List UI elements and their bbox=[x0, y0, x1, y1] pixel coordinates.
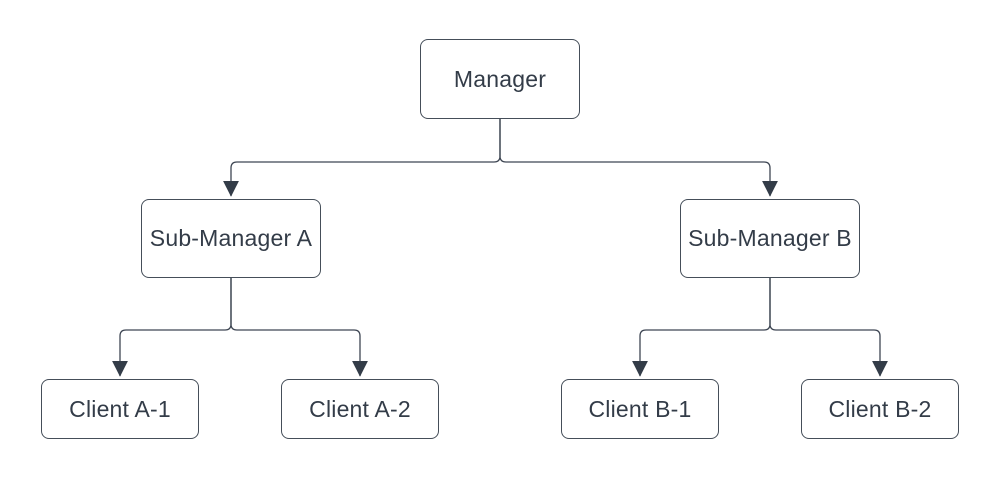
edge-sub-manager-a-to-client-a1 bbox=[112, 278, 232, 377]
node-client-a2-label: Client A-2 bbox=[309, 395, 411, 422]
node-client-a1: Client A-1 bbox=[41, 379, 199, 439]
node-sub-manager-b: Sub-Manager B bbox=[680, 199, 860, 278]
node-client-a1-label: Client A-1 bbox=[69, 395, 171, 422]
node-client-b2: Client B-2 bbox=[801, 379, 959, 439]
node-client-a2: Client A-2 bbox=[281, 379, 439, 439]
edge-sub-manager-b-to-client-b1 bbox=[632, 278, 771, 377]
node-manager: Manager bbox=[420, 39, 580, 119]
node-sub-manager-a: Sub-Manager A bbox=[141, 199, 321, 278]
node-manager-label: Manager bbox=[453, 65, 547, 92]
edge-sub-manager-a-to-client-a2 bbox=[230, 278, 368, 377]
node-client-b2-label: Client B-2 bbox=[828, 395, 932, 422]
node-client-b1-label: Client B-1 bbox=[588, 395, 692, 422]
edge-sub-manager-b-to-client-b2 bbox=[769, 278, 888, 377]
edge-manager-to-sub-manager-b bbox=[499, 119, 778, 197]
node-sub-manager-b-label: Sub-Manager B bbox=[688, 225, 852, 251]
node-sub-manager-a-label: Sub-Manager A bbox=[149, 225, 313, 251]
node-client-b1: Client B-1 bbox=[561, 379, 719, 439]
edge-manager-to-sub-manager-a bbox=[223, 119, 501, 197]
